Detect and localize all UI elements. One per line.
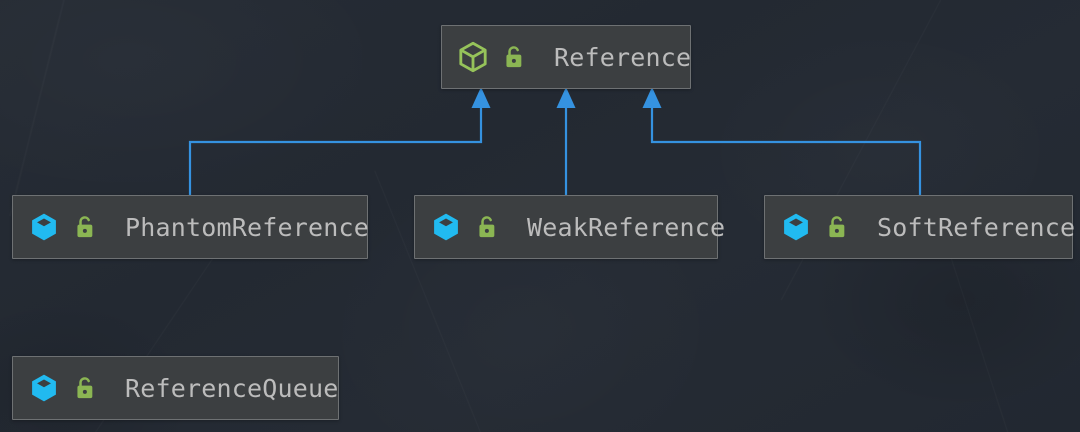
class-cube-icon <box>434 213 458 241</box>
class-node-label: Reference <box>554 42 692 72</box>
unlocked-padlock-icon <box>77 377 93 399</box>
abstract-class-cube-icon <box>459 41 487 73</box>
class-node-soft-reference[interactable]: SoftReference <box>764 195 1076 259</box>
unlocked-padlock-icon <box>829 216 845 238</box>
class-cube-icon <box>32 213 56 241</box>
background-texture <box>946 245 1016 432</box>
class-node-label: PhantomReference <box>125 212 370 242</box>
class-node-reference-queue[interactable]: ReferenceQueue <box>12 356 339 420</box>
background-texture <box>8 0 75 217</box>
class-node-reference[interactable]: Reference <box>441 25 691 89</box>
unlocked-padlock-icon <box>506 46 522 68</box>
class-node-phantom-reference[interactable]: PhantomReference <box>12 195 370 259</box>
class-cube-icon <box>784 213 808 241</box>
class-cube-icon <box>32 374 56 402</box>
class-node-label: ReferenceQueue <box>125 373 339 403</box>
class-node-weak-reference[interactable]: WeakReference <box>414 195 725 259</box>
class-node-label: WeakReference <box>527 212 726 242</box>
unlocked-padlock-icon <box>479 216 495 238</box>
class-node-label: SoftReference <box>877 212 1076 242</box>
unlocked-padlock-icon <box>77 216 93 238</box>
